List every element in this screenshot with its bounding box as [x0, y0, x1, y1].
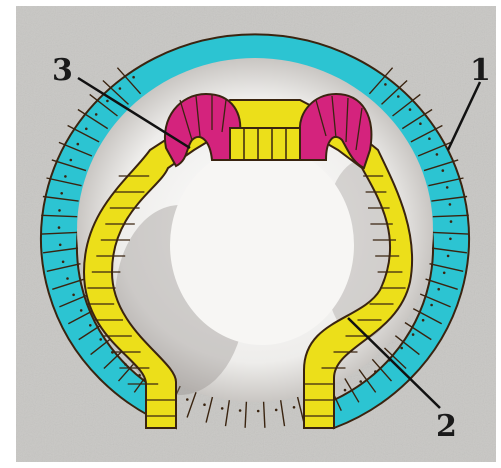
ectoderm-nucleus: [374, 370, 377, 373]
ectoderm-nucleus: [409, 108, 412, 111]
label-3: 3: [52, 53, 73, 88]
ectoderm-nucleus: [384, 83, 387, 86]
ectoderm-nucleus: [58, 209, 61, 212]
label-2: 2: [436, 409, 457, 444]
ectoderm-nucleus: [72, 294, 75, 297]
roof-band: [230, 128, 300, 160]
ectoderm-nucleus: [437, 288, 440, 291]
ectoderm-nucleus: [221, 407, 224, 410]
ectoderm-nucleus: [132, 76, 135, 79]
ectoderm-nucleus: [359, 380, 362, 383]
ectoderm-nucleus: [449, 203, 452, 206]
ectoderm-nucleus: [95, 113, 98, 116]
ectoderm-nucleus: [66, 277, 69, 280]
ectoderm-nucleus: [203, 403, 206, 406]
central-cavity: [170, 145, 354, 345]
ectoderm-nucleus: [442, 169, 445, 172]
roof-cells: [230, 128, 300, 160]
ectoderm-nucleus: [59, 244, 62, 247]
ectoderm-nucleus: [89, 324, 92, 327]
ectoderm-nucleus: [62, 261, 65, 264]
ectoderm-nucleus: [428, 137, 431, 140]
ectoderm-nucleus: [447, 255, 450, 258]
ectoderm-nucleus: [124, 363, 127, 366]
ectoderm-nucleus: [58, 226, 61, 229]
ectoderm-nucleus: [119, 87, 122, 90]
ectoderm-nucleus: [449, 238, 452, 241]
ectoderm-nucleus: [397, 95, 400, 98]
ectoderm-nucleus: [257, 410, 260, 413]
ectoderm-nucleus: [344, 389, 347, 392]
ectoderm-nucleus: [60, 192, 63, 195]
ectoderm-nucleus: [436, 153, 439, 156]
ectoderm-nucleus: [275, 409, 278, 412]
ectoderm-nucleus: [430, 304, 433, 307]
ectoderm-nucleus: [85, 128, 88, 131]
ectoderm-nucleus: [239, 409, 242, 412]
ectoderm-nucleus: [450, 220, 453, 223]
ectoderm-nucleus: [412, 333, 415, 336]
ectoderm-nucleus: [293, 406, 296, 409]
ectoderm-nucleus: [80, 309, 83, 312]
ectoderm-nucleus: [186, 398, 189, 401]
ectoderm-nucleus: [77, 143, 80, 146]
ectoderm-nucleus: [70, 159, 73, 162]
ectoderm-nucleus: [64, 175, 67, 178]
ectoderm-nucleus: [446, 186, 449, 189]
ectoderm-nucleus: [400, 347, 403, 350]
ectoderm-nucleus: [443, 272, 446, 275]
label-1: 1: [470, 53, 491, 88]
ectoderm-nucleus: [99, 338, 102, 341]
ectoderm-nucleus: [106, 100, 109, 103]
ectoderm-nucleus: [419, 122, 422, 125]
ectoderm-nucleus: [422, 319, 425, 322]
